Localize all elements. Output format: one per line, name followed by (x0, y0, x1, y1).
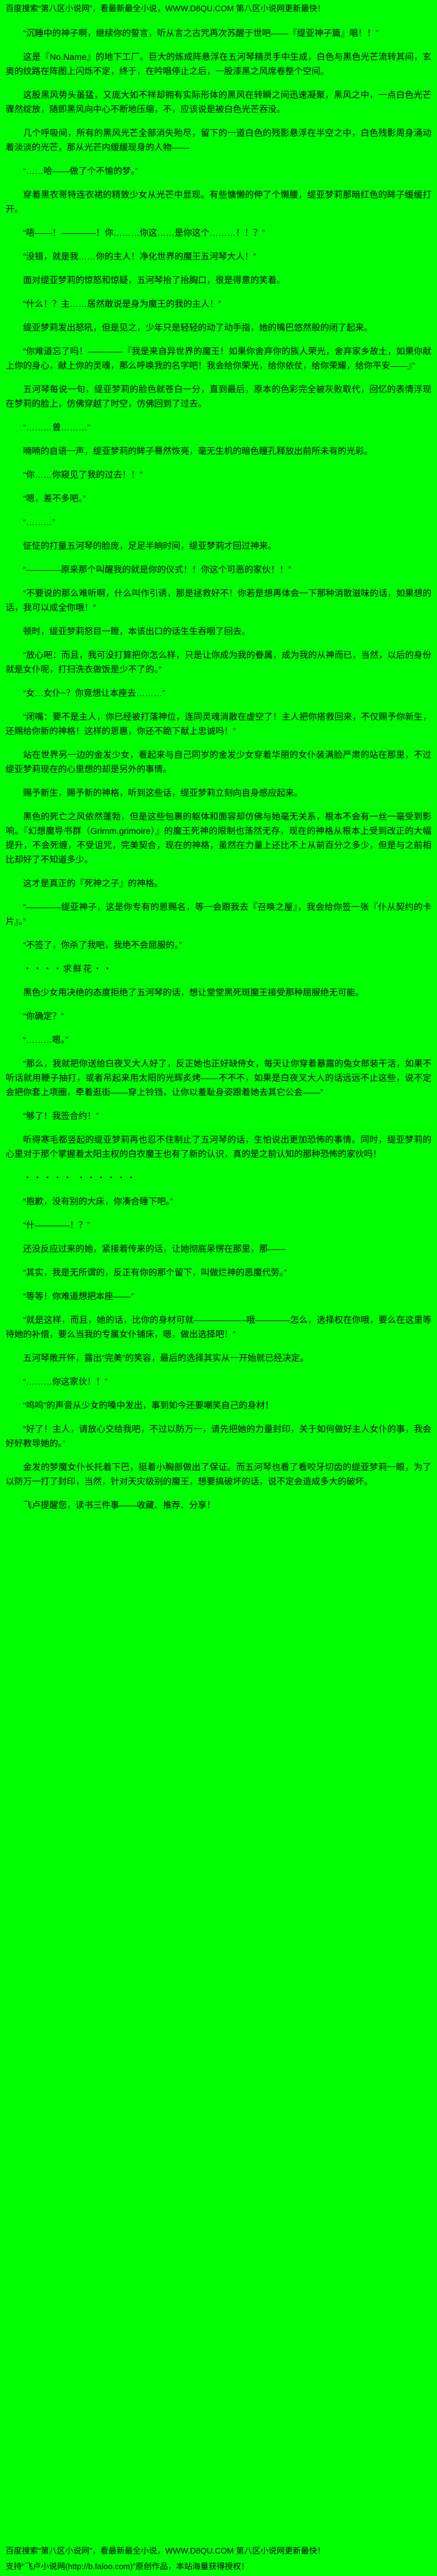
novel-paragraph: “放心吧：而且，我可没打算把你怎么样，只是让你成为我的眷属，成为我的从神而已，当… (6, 650, 431, 674)
novel-paragraph: “………嗯。” (23, 1035, 69, 1045)
bottom-site-notice: 百度搜索“第八区小说网”，看最新最全小说，WWW.D8QU.COM 第八区小说网… (6, 2546, 326, 2555)
reminder-line: 飞卢提醒您，读书三件事——收藏、推荐、分享！ (23, 1500, 215, 1510)
novel-paragraph: 黑色少女用决绝的态度拒绝了五河琴的话，想让堂堂黑死斑魔王接受那种屈服绝无可能。 (23, 987, 364, 997)
novel-paragraph: 喃喃的自语一声，缇亚梦莉的眸子蓦然恢亮，毫无生机的暗色瞳孔释放出前所未有的光彩。 (23, 446, 373, 456)
novel-paragraph: “……哈——做了个不愉的梦。” (23, 166, 139, 176)
novel-paragraph: “————缇亚神子，这是你专有的恩赐名，等一会跟我去『召唤之屋』，我会给你签一张… (6, 902, 431, 926)
novel-paragraph: “什么！？主……居然敢说是身为魔王的我的主人！” (23, 299, 222, 309)
novel-paragraph: “你难道忘了吗！————『我是来自异世界的魔王！如果你舍弃你的族人荣光，舍弃家乡… (6, 346, 431, 370)
faloo-source-link[interactable]: 支持“飞卢小说网(http://b.faloo.com)”原创作品，本站海量获得… (6, 2562, 250, 2571)
novel-paragraph: “等等！你难道想把本座——” (23, 1291, 134, 1301)
novel-paragraph: “不签了，你杀了我吧，我绝不会屈服的。” (23, 940, 182, 950)
novel-paragraph: 赐予新生，赐予新的神格，听到这些话，缇亚梦莉立刻向自身感应起来。 (23, 788, 303, 798)
top-site-notice: 百度搜索“第八区小说网”，看最新最全小说，WWW.D8QU.COM 第八区小说网… (6, 4, 326, 13)
novel-paragraph: 这股黑风势头虽猛，又庞大如不祥却拥有实际形体的黑风在转瞬之间迅速凝聚，黑风之中，… (6, 90, 431, 114)
novel-paragraph: 面对缇亚梦莉的惊怒和惊疑，五河琴抬了抬胸口，很是得意的笑着。 (23, 275, 285, 285)
page-footer: 百度搜索“第八区小说网”，看最新最全小说，WWW.D8QU.COM 第八区小说网… (6, 2541, 431, 2572)
novel-paragraph: “………” (23, 517, 56, 527)
chapter-content: “沉睡中的神子啊，继续你的誓言，听从言之古咒再次苏醒于世吧——『缇亚神子篇』唱！… (6, 17, 431, 2541)
novel-paragraph: 这才是真正的『死神之子』的神格。 (23, 878, 163, 888)
novel-paragraph: “………曾………” (23, 422, 91, 432)
novel-paragraph: “女…女仆~？你竟想让本座去………” (23, 688, 165, 698)
novel-paragraph: “————原来那个叫醒我的就是你的仪式！！你这个可恶的家伙！！” (23, 564, 292, 574)
novel-paragraph: 穿着黑衣哥特连衣裙的精致少女从光芒中显现。有些慵懒的伸了个懒腰，缇亚梦莉那暗红色… (6, 190, 431, 214)
novel-paragraph: 顿时，缇亚梦莉怒目一瞪，本该出口的话生生吞咽了回去。 (23, 626, 250, 636)
novel-paragraph: “那么，我就把你送给白夜叉大人好了，反正她也正好缺侍女，每天让你穿着暴露的兔女郎… (6, 1058, 431, 1097)
novel-paragraph: 还没反应过来的她，紧接着传来的话，让她彻底呆愣在那里，那—— (23, 1244, 285, 1254)
novel-paragraph: “你……你窥见了我的过去！！” (23, 470, 143, 480)
novel-paragraph: “你确定？” (23, 1011, 64, 1021)
novel-paragraph: “没错，就是我……你的主人！净化世界的魔王五河琴大人！” (23, 251, 257, 261)
novel-paragraph: “其实，我是无所谓的，反正有你的那个留下，叫做烂神的恶魔代劳。” (23, 1267, 287, 1277)
novel-paragraph: “抱歉，没有别的大床，你凑合睡下吧。” (23, 1196, 174, 1206)
novel-paragraph: 黑色的死亡之风依然蓬勃，但是这些包裹的躯体和面容却仿佛与她毫无关系，根本不会有一… (6, 811, 431, 864)
novel-paragraph: “什————！？” (23, 1220, 91, 1230)
novel-paragraph: “………你这家伙！！” (23, 1377, 108, 1387)
novel-paragraph: “不要说的那么难听啊，什么叫作引诱，那是拯救好不！你若是想再体会一下那种消散滋味… (6, 588, 431, 613)
novel-paragraph: 这是『No.Name』的地下工厂。巨大的炼成阵悬浮在五河琴精灵手中生成，白色与黑… (6, 52, 431, 76)
novel-paragraph: 五河琴敞开怀，露出“完美”的笑容，最后的选择其实从一开始就已经决定。 (23, 1353, 309, 1363)
novel-paragraph: “闭嘴：要不是主人，你已经被打落神位，连同灵魂消散在虚空了！主人把你搭救回来，不… (6, 712, 431, 736)
novel-paragraph: “就是这样，而且，她的话，比你的身材可就——————哦————怎么，选择权在你哦… (6, 1315, 431, 1339)
scene-break-divider: ・・・・・ ・・・・・・ (23, 1173, 137, 1183)
novel-paragraph: “沉睡中的神子啊，继续你的誓言，听从言之古咒再次苏醒于世吧——『缇亚神子篇』唱！… (23, 28, 379, 38)
novel-paragraph: “唔——！————！你………你这……是你这个………！！？” (23, 228, 265, 238)
novel-paragraph: 怔怔的打量五河琴的脸庞，足足半晌时间，缇亚梦莉才回过神来。 (23, 541, 277, 551)
novel-paragraph: 五河琴每说一句，缇亚梦莉的脸色就苍白一分，直到最后，原本的色彩完全被灰败取代，回… (6, 384, 431, 409)
novel-paragraph: “嗯，差不多吧。” (23, 493, 86, 503)
flower-request-divider: ・・・・求鲜花・・ (23, 964, 113, 974)
novel-paragraph: “呜呜”的声音从少女的嗓中发出，事到如今还要嘲笑自己的身材！ (23, 1400, 274, 1410)
novel-paragraph: 几个呼吸间，所有的黑风光芒全部消失殆尽，留下的一道白色的残影悬浮在半空之中，白色… (6, 128, 431, 152)
novel-paragraph: “好了！主人，请放心交给我吧，不过以防万一，请先把她的力量封印，关于如何做好主人… (6, 1424, 431, 1448)
novel-paragraph: 站在世界另一边的金发少女，看起来与自己同岁的金发少女穿着华丽的女仆装满脸严肃的站… (6, 750, 431, 774)
novel-paragraph: 金发的梦魔女仆长托着下巴，挺着小胸部做出了保证。而五河琴也看了看咬牙切齿的缇亚梦… (6, 1462, 431, 1486)
novel-paragraph: 缇亚梦莉发出怒吼，但是见之，少年只是轻轻的动了动手指，她的嘴巴悠然般的闭了起来。 (23, 322, 373, 332)
novel-paragraph: 听得寒毛都竖起的缇亚梦莉再也忍不住制止了五河琴的话，生怕说出更加恐怖的事情。同时… (6, 1135, 431, 1159)
novel-paragraph: “够了！我签合约！” (23, 1111, 99, 1121)
